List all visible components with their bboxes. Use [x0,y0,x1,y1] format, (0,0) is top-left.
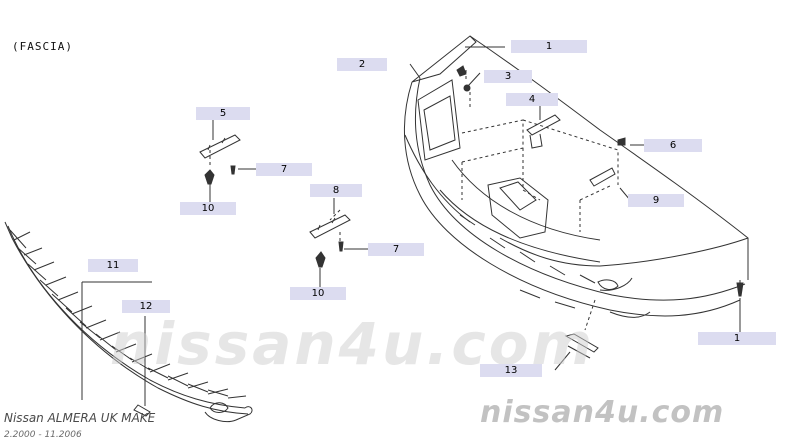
callout-11[interactable]: 11 [88,259,138,272]
assembly-guides [209,70,741,331]
callout-9[interactable]: 9 [628,194,684,207]
callout-8[interactable]: 8 [310,184,362,197]
callout-2[interactable]: 2 [337,58,387,71]
fastener-icons [204,65,744,297]
model-title: Nissan ALMERA UK MAKE [4,411,156,425]
callout-1-bottom[interactable]: 1 [698,332,776,345]
callout-10-lower[interactable]: 10 [290,287,346,300]
callout-13[interactable]: 13 [480,364,542,377]
brand-watermark: nissan4u.com [480,395,725,430]
callout-4[interactable]: 4 [506,93,558,106]
callout-3[interactable]: 3 [484,70,532,83]
callout-10-upper[interactable]: 10 [180,202,236,215]
lower-trim-piece [564,333,599,359]
callout-7-upper[interactable]: 7 [256,163,312,176]
grille-mesh-strip [4,221,253,423]
callout-1-top[interactable]: 1 [511,40,587,53]
bumper-brackets [526,114,616,187]
callout-7-lower[interactable]: 7 [368,243,424,256]
callout-6[interactable]: 6 [644,139,702,152]
bumper-fascia [404,35,749,318]
section-label: (FASCIA) [12,40,73,53]
leader-lines [81,46,741,406]
callout-5[interactable]: 5 [196,107,250,120]
model-dates: 2.2000 - 11.2006 [4,430,82,440]
side-brackets [199,134,351,239]
callout-12[interactable]: 12 [122,300,170,313]
